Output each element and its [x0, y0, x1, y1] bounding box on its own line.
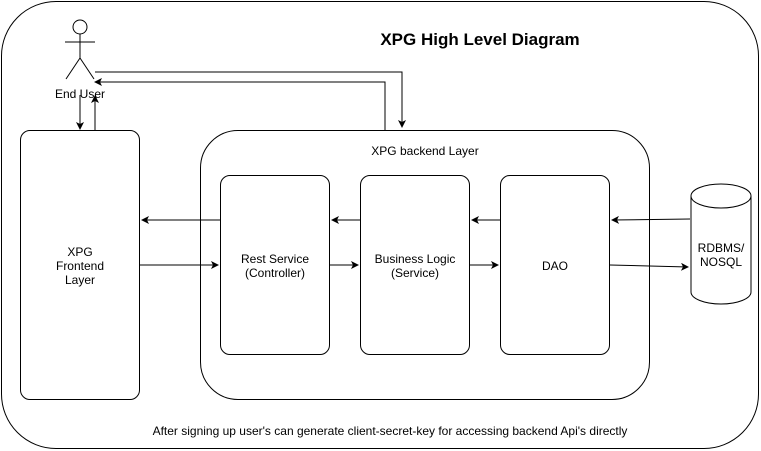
- arrow-backend-to-user: [94, 78, 386, 130]
- rest-service-label: Rest Service (Controller): [240, 252, 310, 280]
- database-label: RDBMS/ NOSQL: [697, 241, 745, 269]
- rest-service-box: [220, 175, 330, 355]
- frontend-layer-label: XPG Frontend Layer: [55, 245, 105, 287]
- end-user-label: End User: [54, 87, 106, 101]
- end-user-actor-icon: [65, 19, 95, 80]
- dao-label: DAO: [541, 259, 568, 273]
- frontend-layer-box: [20, 130, 140, 400]
- dao-box: [500, 175, 610, 355]
- backend-layer-label: XPG backend Layer: [371, 144, 479, 158]
- arrow-user-to-backend: [95, 71, 406, 128]
- arrow-db-to-dao: [611, 215, 691, 224]
- footnote: After signing up user's can generate cli…: [152, 424, 628, 438]
- business-logic-label: Business Logic (Service): [374, 252, 456, 280]
- arrow-dao-to-db: [609, 262, 689, 271]
- diagram-title: XPG High Level Diagram: [380, 30, 580, 49]
- database-cylinder-icon: [690, 183, 752, 305]
- business-logic-box: [360, 175, 470, 355]
